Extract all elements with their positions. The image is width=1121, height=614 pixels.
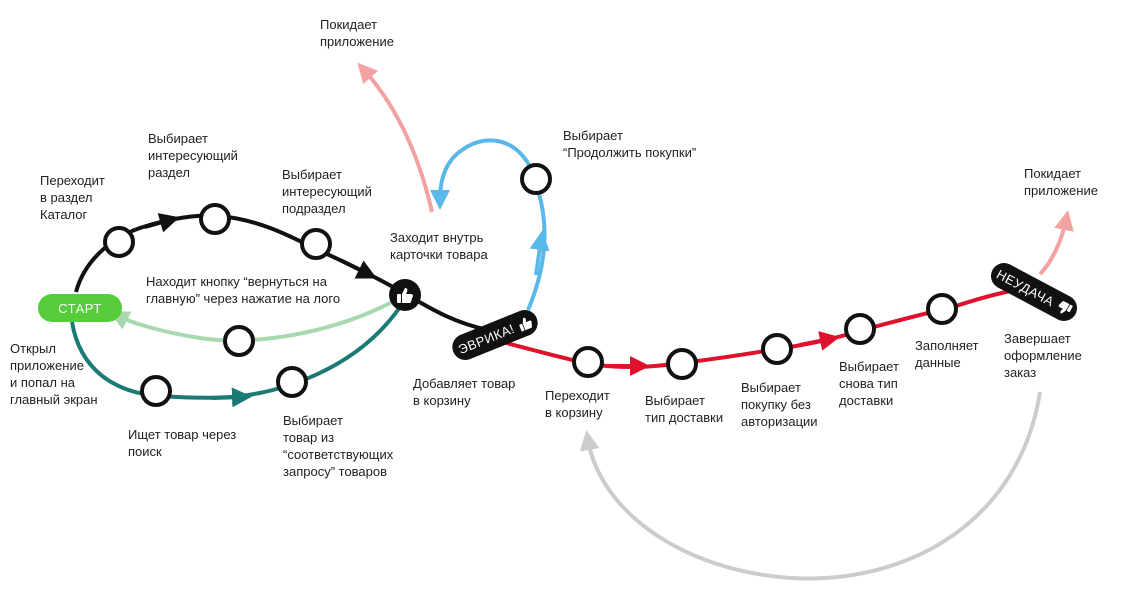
label-line: Добавляет товар: [413, 376, 516, 391]
label-product-card: Заходит внутрь карточки товара: [390, 229, 488, 263]
label-line: Выбирает: [741, 380, 801, 395]
label-line: Выбирает: [283, 413, 343, 428]
start-badge: СТАРТ: [38, 294, 122, 322]
main-path-arrow-1: [144, 213, 180, 233]
label-line: раздел: [148, 165, 190, 180]
node-fills-data: [926, 293, 958, 325]
label-line: “соответствующих: [283, 447, 394, 462]
label-line: снова тип: [839, 376, 898, 391]
label-no-auth: Выбирает покупку без авторизации: [741, 379, 818, 430]
label-line: Ищет товар через: [128, 427, 237, 442]
label-fills-data: Заполняет данные: [915, 337, 979, 371]
label-line: товар из: [283, 430, 335, 445]
label-finishes: Завершает оформление заказ: [1004, 330, 1082, 381]
label-line: Переходит: [545, 388, 610, 403]
label-line: подраздел: [282, 201, 346, 216]
search-path-arrow: [211, 387, 252, 408]
label-line: покупку без: [741, 397, 811, 412]
label-line: Выбирает: [563, 128, 623, 143]
label-line: Переходит: [40, 173, 105, 188]
label-line: карточки товара: [390, 247, 488, 262]
label-choose-from-search: Выбирает товар из “соответствующих запро…: [283, 412, 393, 480]
label-line: запросу” товаров: [283, 464, 388, 479]
label-delivery: Выбирает тип доставки: [645, 392, 723, 426]
label-section: Выбирает интересующий раздел: [148, 130, 238, 181]
label-line: “Продолжить покупки”: [563, 145, 697, 160]
label-line: интересующий: [148, 148, 238, 163]
node-go-cart: [572, 346, 604, 378]
label-line: Выбирает: [645, 393, 705, 408]
node-back-home: [223, 325, 255, 357]
label-line: Открыл: [10, 341, 56, 356]
node-choose-from-search: [276, 366, 308, 398]
thumbs-up-icon: [517, 314, 534, 331]
thumbs-down-icon: [1056, 299, 1074, 317]
thumbs-up-icon: [397, 288, 413, 303]
leave-top-path: [357, 62, 434, 213]
label-line: главный экран: [10, 392, 98, 407]
label-line: Выбирает: [839, 359, 899, 374]
label-line: тип доставки: [645, 410, 724, 425]
label-line: Покидает: [1024, 166, 1082, 181]
node-search: [140, 375, 172, 407]
label-line: доставки: [839, 393, 894, 408]
node-delivery-again: [844, 313, 876, 345]
leave-right-path: [1038, 210, 1074, 276]
label-leaves-right: Покидает приложение: [1024, 165, 1098, 199]
label-search: Ищет товар через поиск: [128, 426, 236, 460]
label-delivery-again: Выбирает снова тип доставки: [839, 358, 899, 409]
failure-badge: НЕУДАЧА: [986, 258, 1082, 326]
label-back-home: Находит кнопку “вернуться на главную” че…: [146, 273, 340, 307]
continue-shopping-arrow: [529, 230, 550, 276]
label-line: и попал на: [10, 375, 76, 390]
label-line: в корзину: [545, 405, 603, 420]
label-line: Заполняет: [915, 338, 979, 353]
label-line: Каталог: [40, 207, 88, 222]
label-line: в корзину: [413, 393, 471, 408]
label-line: приложение: [1024, 183, 1098, 198]
label-line: Выбирает: [282, 167, 342, 182]
label-continue-shopping: Выбирает “Продолжить покупки”: [563, 127, 696, 161]
checkout-arrow-2: [799, 331, 840, 351]
label-line: главную” через нажатие на лого: [146, 291, 341, 306]
label-leaves-top: Покидает приложение: [320, 16, 394, 50]
label-line: приложение: [10, 358, 84, 373]
label-line: авторизации: [741, 414, 818, 429]
eureka-badge: ЭВРИКА!: [448, 306, 542, 364]
node-no-auth: [761, 333, 793, 365]
hub-node: [389, 279, 421, 311]
label-catalog: Переходит в раздел Каталог: [40, 172, 105, 223]
back-home-path: [109, 298, 397, 343]
node-continue-shopping: [520, 163, 552, 195]
label-line: в раздел: [40, 190, 93, 205]
node-delivery: [666, 348, 698, 380]
label-line: Заходит внутрь: [390, 230, 484, 245]
label-line: интересующий: [282, 184, 372, 199]
node-subsection: [300, 228, 332, 260]
continue-shopping-path: [430, 138, 547, 311]
label-line: Завершает: [1004, 331, 1071, 346]
label-go-cart: Переходит в корзину: [545, 387, 610, 421]
label-line: данные: [915, 355, 961, 370]
label-line: оформление: [1004, 348, 1082, 363]
label-line: Выбирает: [148, 131, 208, 146]
label-subsection: Выбирает интересующий подраздел: [282, 166, 372, 217]
node-section: [199, 203, 231, 235]
label-opened: Открыл приложение и попал на главный экр…: [10, 340, 98, 408]
label-line: Находит кнопку “вернуться на: [146, 274, 327, 289]
label-line: заказ: [1004, 365, 1037, 380]
label-line: Покидает: [320, 17, 378, 32]
label-line: приложение: [320, 34, 394, 49]
start-badge-label: СТАРТ: [58, 300, 102, 316]
label-add-to-cart: Добавляет товар в корзину: [413, 375, 515, 409]
main-path-arrow-2: [339, 258, 377, 279]
label-line: поиск: [128, 444, 162, 459]
return-path: [579, 391, 1042, 581]
node-catalog: [103, 226, 135, 258]
